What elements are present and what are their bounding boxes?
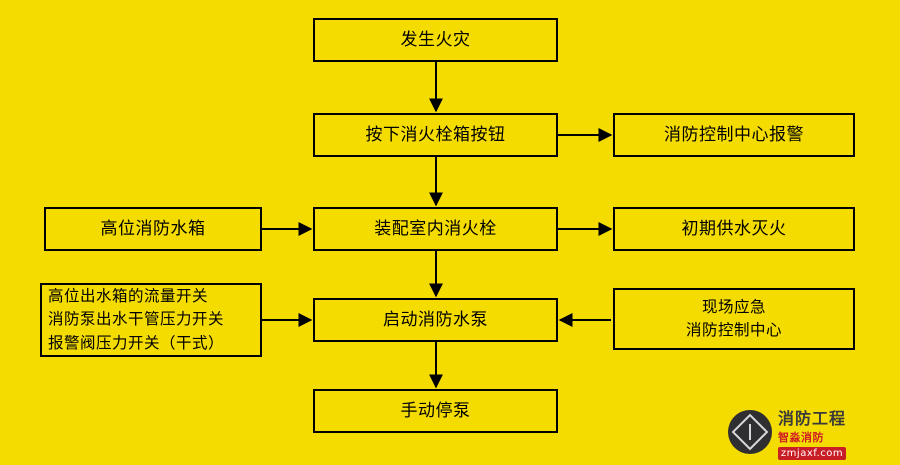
node-fire-control-center-alarm: 消防控制中心报警 — [613, 113, 855, 157]
diamond-logo-icon — [728, 410, 772, 454]
node-high-level-water-tank: 高位消防水箱 — [44, 207, 262, 251]
node-indoor-hydrant: 装配室内消火栓 — [313, 207, 558, 251]
watermark-subtitle: 智淼消防 — [778, 430, 824, 444]
watermark-title: 消防工程 — [778, 408, 847, 428]
watermark-text: 消防工程 智淼消防 zmjaxf.com — [778, 405, 847, 460]
node-initial-water-supply: 初期供水灭火 — [613, 207, 855, 251]
watermark: 消防工程 智淼消防 zmjaxf.com — [728, 403, 892, 461]
node-manual-stop-pump: 手动停泵 — [313, 389, 558, 433]
watermark-site: zmjaxf.com — [778, 446, 847, 460]
node-pressure-switches: 高位出水箱的流量开关 消防泵出水干管压力开关 报警阀压力开关（干式） — [40, 283, 262, 357]
node-press-hydrant-button: 按下消火栓箱按钮 — [313, 113, 558, 157]
node-start-fire-pump: 启动消防水泵 — [313, 298, 558, 342]
node-onsite-emergency: 现场应急 消防控制中心 — [613, 288, 855, 350]
node-fire: 发生火灾 — [313, 18, 558, 62]
